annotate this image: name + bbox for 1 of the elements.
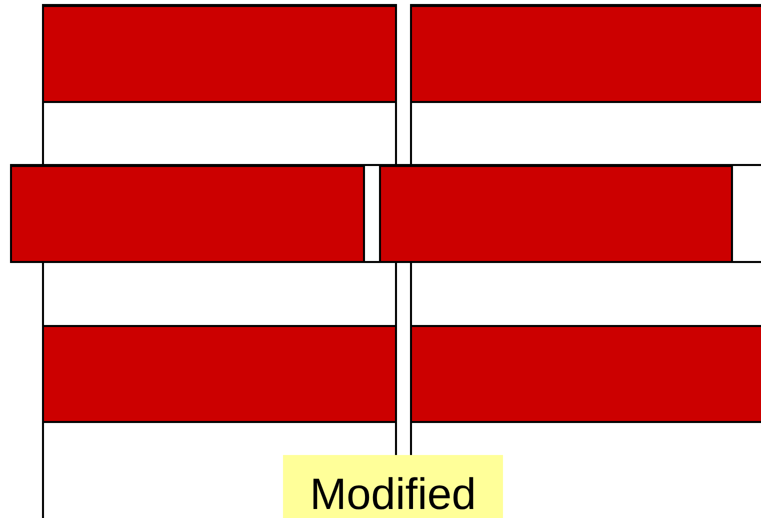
caption-label: Modified xyxy=(283,455,503,518)
